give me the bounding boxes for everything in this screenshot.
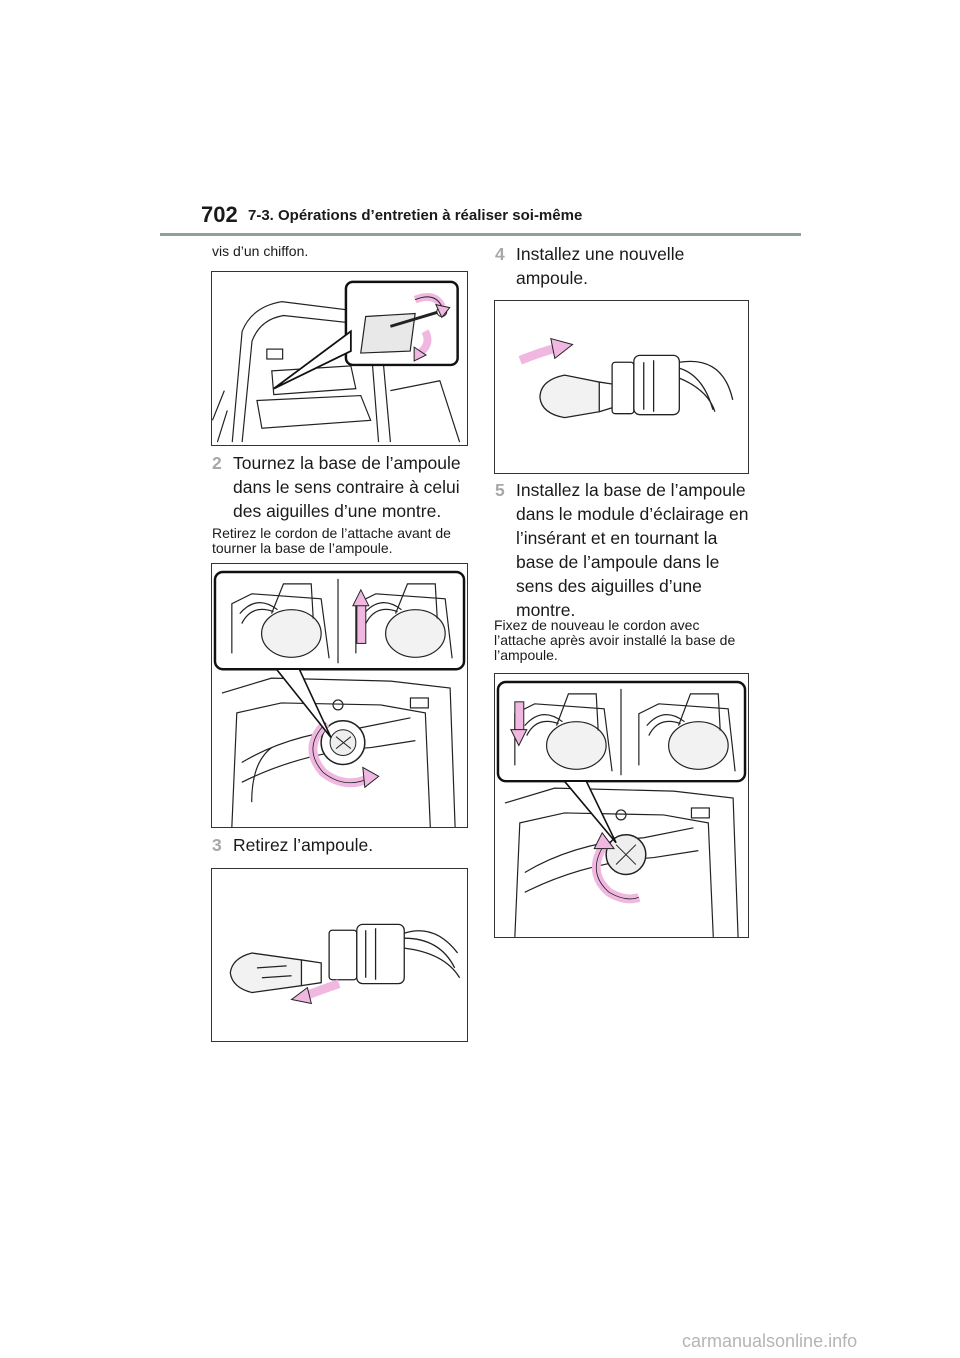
step-5-number: 5 bbox=[495, 480, 505, 500]
step-2-text: Tournez la base de l’ampoule dans le sen… bbox=[233, 453, 461, 521]
figure-remove-cover bbox=[211, 271, 468, 446]
bulb-base-rotation-illustration bbox=[213, 570, 466, 827]
bulb-install-illustration bbox=[518, 337, 734, 419]
step-2-number: 2 bbox=[212, 453, 222, 473]
step-3-number: 3 bbox=[212, 835, 222, 855]
figure-remove-bulb bbox=[211, 868, 468, 1042]
intro-text: vis d’un chiffon. bbox=[212, 243, 309, 259]
section-title: 7-3. Opérations d’entretien à réaliser s… bbox=[248, 207, 583, 224]
step-5-text: Installez la base de l’ampoule dans le m… bbox=[516, 480, 749, 620]
step-4-number: 4 bbox=[495, 244, 505, 264]
watermark: carmanualsonline.info bbox=[682, 1331, 858, 1351]
tail-light-cover-illustration bbox=[212, 280, 461, 443]
bulb-base-install-illustration bbox=[496, 680, 747, 937]
step-4-text: Installez une nouvelle ampoule. bbox=[516, 244, 685, 288]
figure-install-bulb bbox=[494, 300, 749, 474]
figure-install-bulb-base bbox=[494, 673, 749, 938]
step-4: 4 Installez une nouvelle ampoule. bbox=[495, 242, 755, 290]
page-number: 702 bbox=[201, 202, 238, 227]
bulb-removal-illustration bbox=[229, 923, 461, 1005]
step-3-text: Retirez l’ampoule. bbox=[233, 835, 374, 855]
figure-rotate-bulb-base bbox=[211, 563, 468, 828]
header-rule bbox=[160, 233, 801, 236]
step-5: 5 Installez la base de l’ampoule dans le… bbox=[495, 478, 755, 622]
note-2: Retirez le cordon de l’attache avant de … bbox=[212, 525, 451, 556]
note-5: Fixez de nouveau le cordon avec l’attach… bbox=[494, 617, 736, 663]
step-2: 2 Tournez la base de l’ampoule dans le s… bbox=[212, 451, 472, 523]
step-3: 3 Retirez l’ampoule. bbox=[212, 833, 472, 857]
